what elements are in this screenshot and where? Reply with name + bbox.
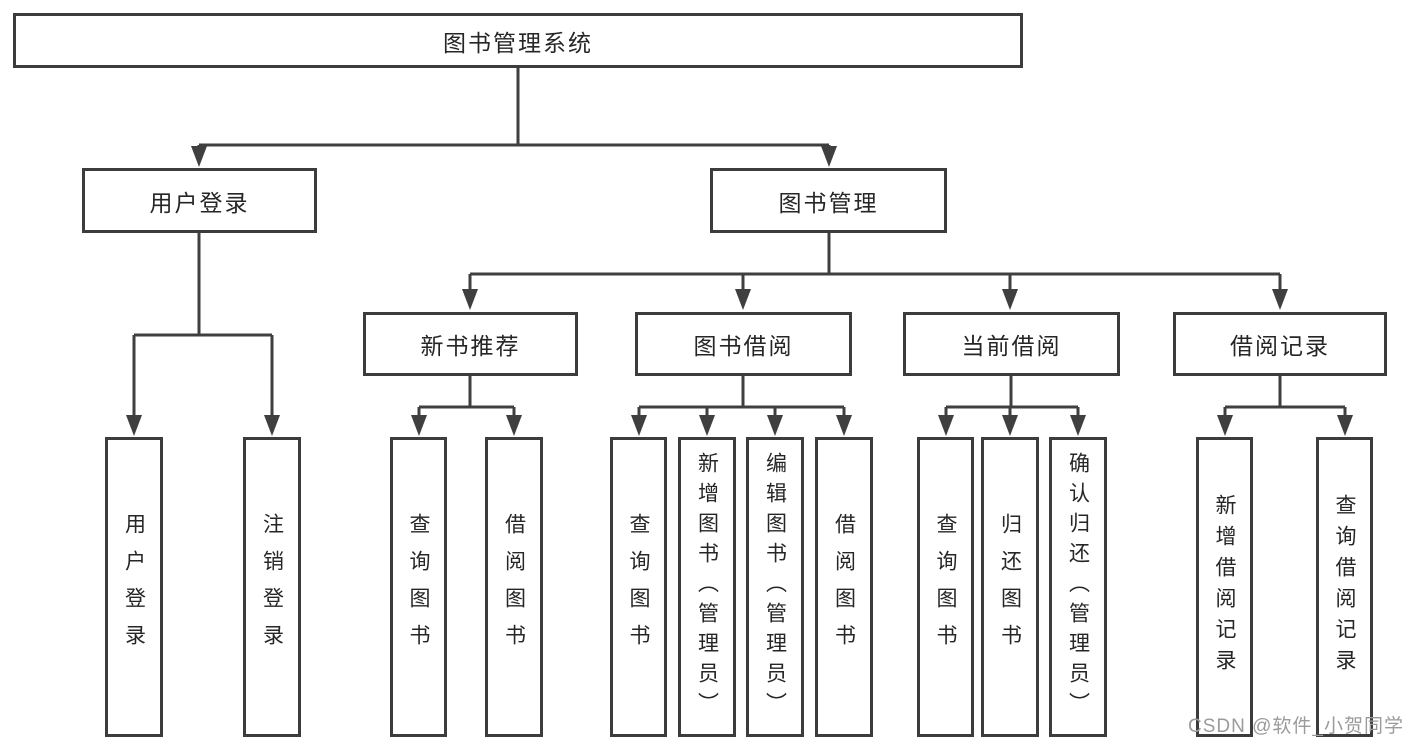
leaf-label: 用户登录 [122, 513, 146, 661]
watermark: CSDN @软件_小贺同学 [1188, 716, 1404, 737]
node-root: 图书管理系统 [13, 13, 1023, 68]
node-book-borrowing: 图书借阅 [635, 312, 852, 376]
leaf-user-login: 用户登录 [105, 437, 163, 737]
leaf-confirm-return-admin: 确认归还（管理员） [1049, 437, 1107, 737]
arrowhead-icon [1070, 415, 1086, 436]
leaf-label: 查询图书 [407, 513, 430, 661]
connector-book-borrowing-children [637, 376, 846, 418]
leaf-label: 借阅图书 [832, 513, 856, 661]
leaf-label: 查询图书 [934, 513, 957, 661]
arrowhead-icon [1002, 415, 1018, 436]
node-user-login: 用户登录 [82, 168, 317, 233]
arrowhead-icon [1002, 289, 1018, 310]
connector-book-mgmt-to-level3 [468, 233, 1282, 293]
node-new-book-recommend: 新书推荐 [363, 312, 578, 376]
arrowhead-icon [938, 415, 954, 436]
arrowhead-icon [264, 415, 280, 436]
arrowhead-icon [1337, 415, 1353, 436]
connector-current-borrowing-children [944, 376, 1080, 418]
connector-user-login-children [132, 233, 274, 418]
leaf-add-borrow-record: 新增借阅记录 [1196, 437, 1253, 737]
arrowhead-icon [1217, 415, 1233, 436]
leaf-return-books: 归还图书 [981, 437, 1039, 737]
leaf-label: 编辑图书（管理员） [763, 452, 787, 722]
leaf-query-books-current: 查询图书 [917, 437, 974, 737]
node-current-borrowing: 当前借阅 [903, 312, 1120, 376]
leaf-borrow-books-recommend: 借阅图书 [485, 437, 543, 737]
node-book-management: 图书管理 [710, 168, 947, 233]
leaf-logout: 注销登录 [243, 437, 301, 737]
connector-root-to-level2 [197, 68, 831, 148]
arrowhead-icon [191, 146, 207, 167]
leaf-label: 新增借阅记录 [1213, 494, 1236, 680]
leaf-edit-books-admin: 编辑图书（管理员） [746, 437, 804, 737]
arrowhead-icon [821, 146, 837, 167]
leaf-label: 新增图书（管理员） [695, 452, 719, 722]
leaf-query-books-recommend: 查询图书 [390, 437, 447, 737]
leaf-query-borrow-record: 查询借阅记录 [1316, 437, 1373, 737]
arrowhead-icon [836, 415, 852, 436]
arrowhead-icon [735, 289, 751, 310]
arrowhead-icon [126, 415, 142, 436]
leaf-label: 查询借阅记录 [1333, 494, 1356, 680]
arrowhead-icon [462, 289, 478, 310]
leaf-add-books-admin: 新增图书（管理员） [678, 437, 736, 737]
arrowhead-icon [699, 415, 715, 436]
leaf-label: 借阅图书 [502, 513, 526, 661]
leaf-label: 注销登录 [260, 513, 284, 661]
arrowhead-icon [767, 415, 783, 436]
node-borrowing-records: 借阅记录 [1173, 312, 1387, 376]
arrowhead-icon [1272, 289, 1288, 310]
leaf-query-books-borrowing: 查询图书 [610, 437, 667, 737]
arrowhead-icon [631, 415, 647, 436]
leaf-label: 查询图书 [627, 513, 650, 661]
arrowhead-icon [506, 415, 522, 436]
leaf-borrow-books-borrowing: 借阅图书 [815, 437, 873, 737]
connector-new-book-children [417, 376, 516, 418]
connector-borrowing-records-children [1223, 376, 1347, 418]
leaf-label: 归还图书 [998, 513, 1022, 661]
arrowhead-icon [411, 415, 427, 436]
leaf-label: 确认归还（管理员） [1066, 452, 1090, 722]
